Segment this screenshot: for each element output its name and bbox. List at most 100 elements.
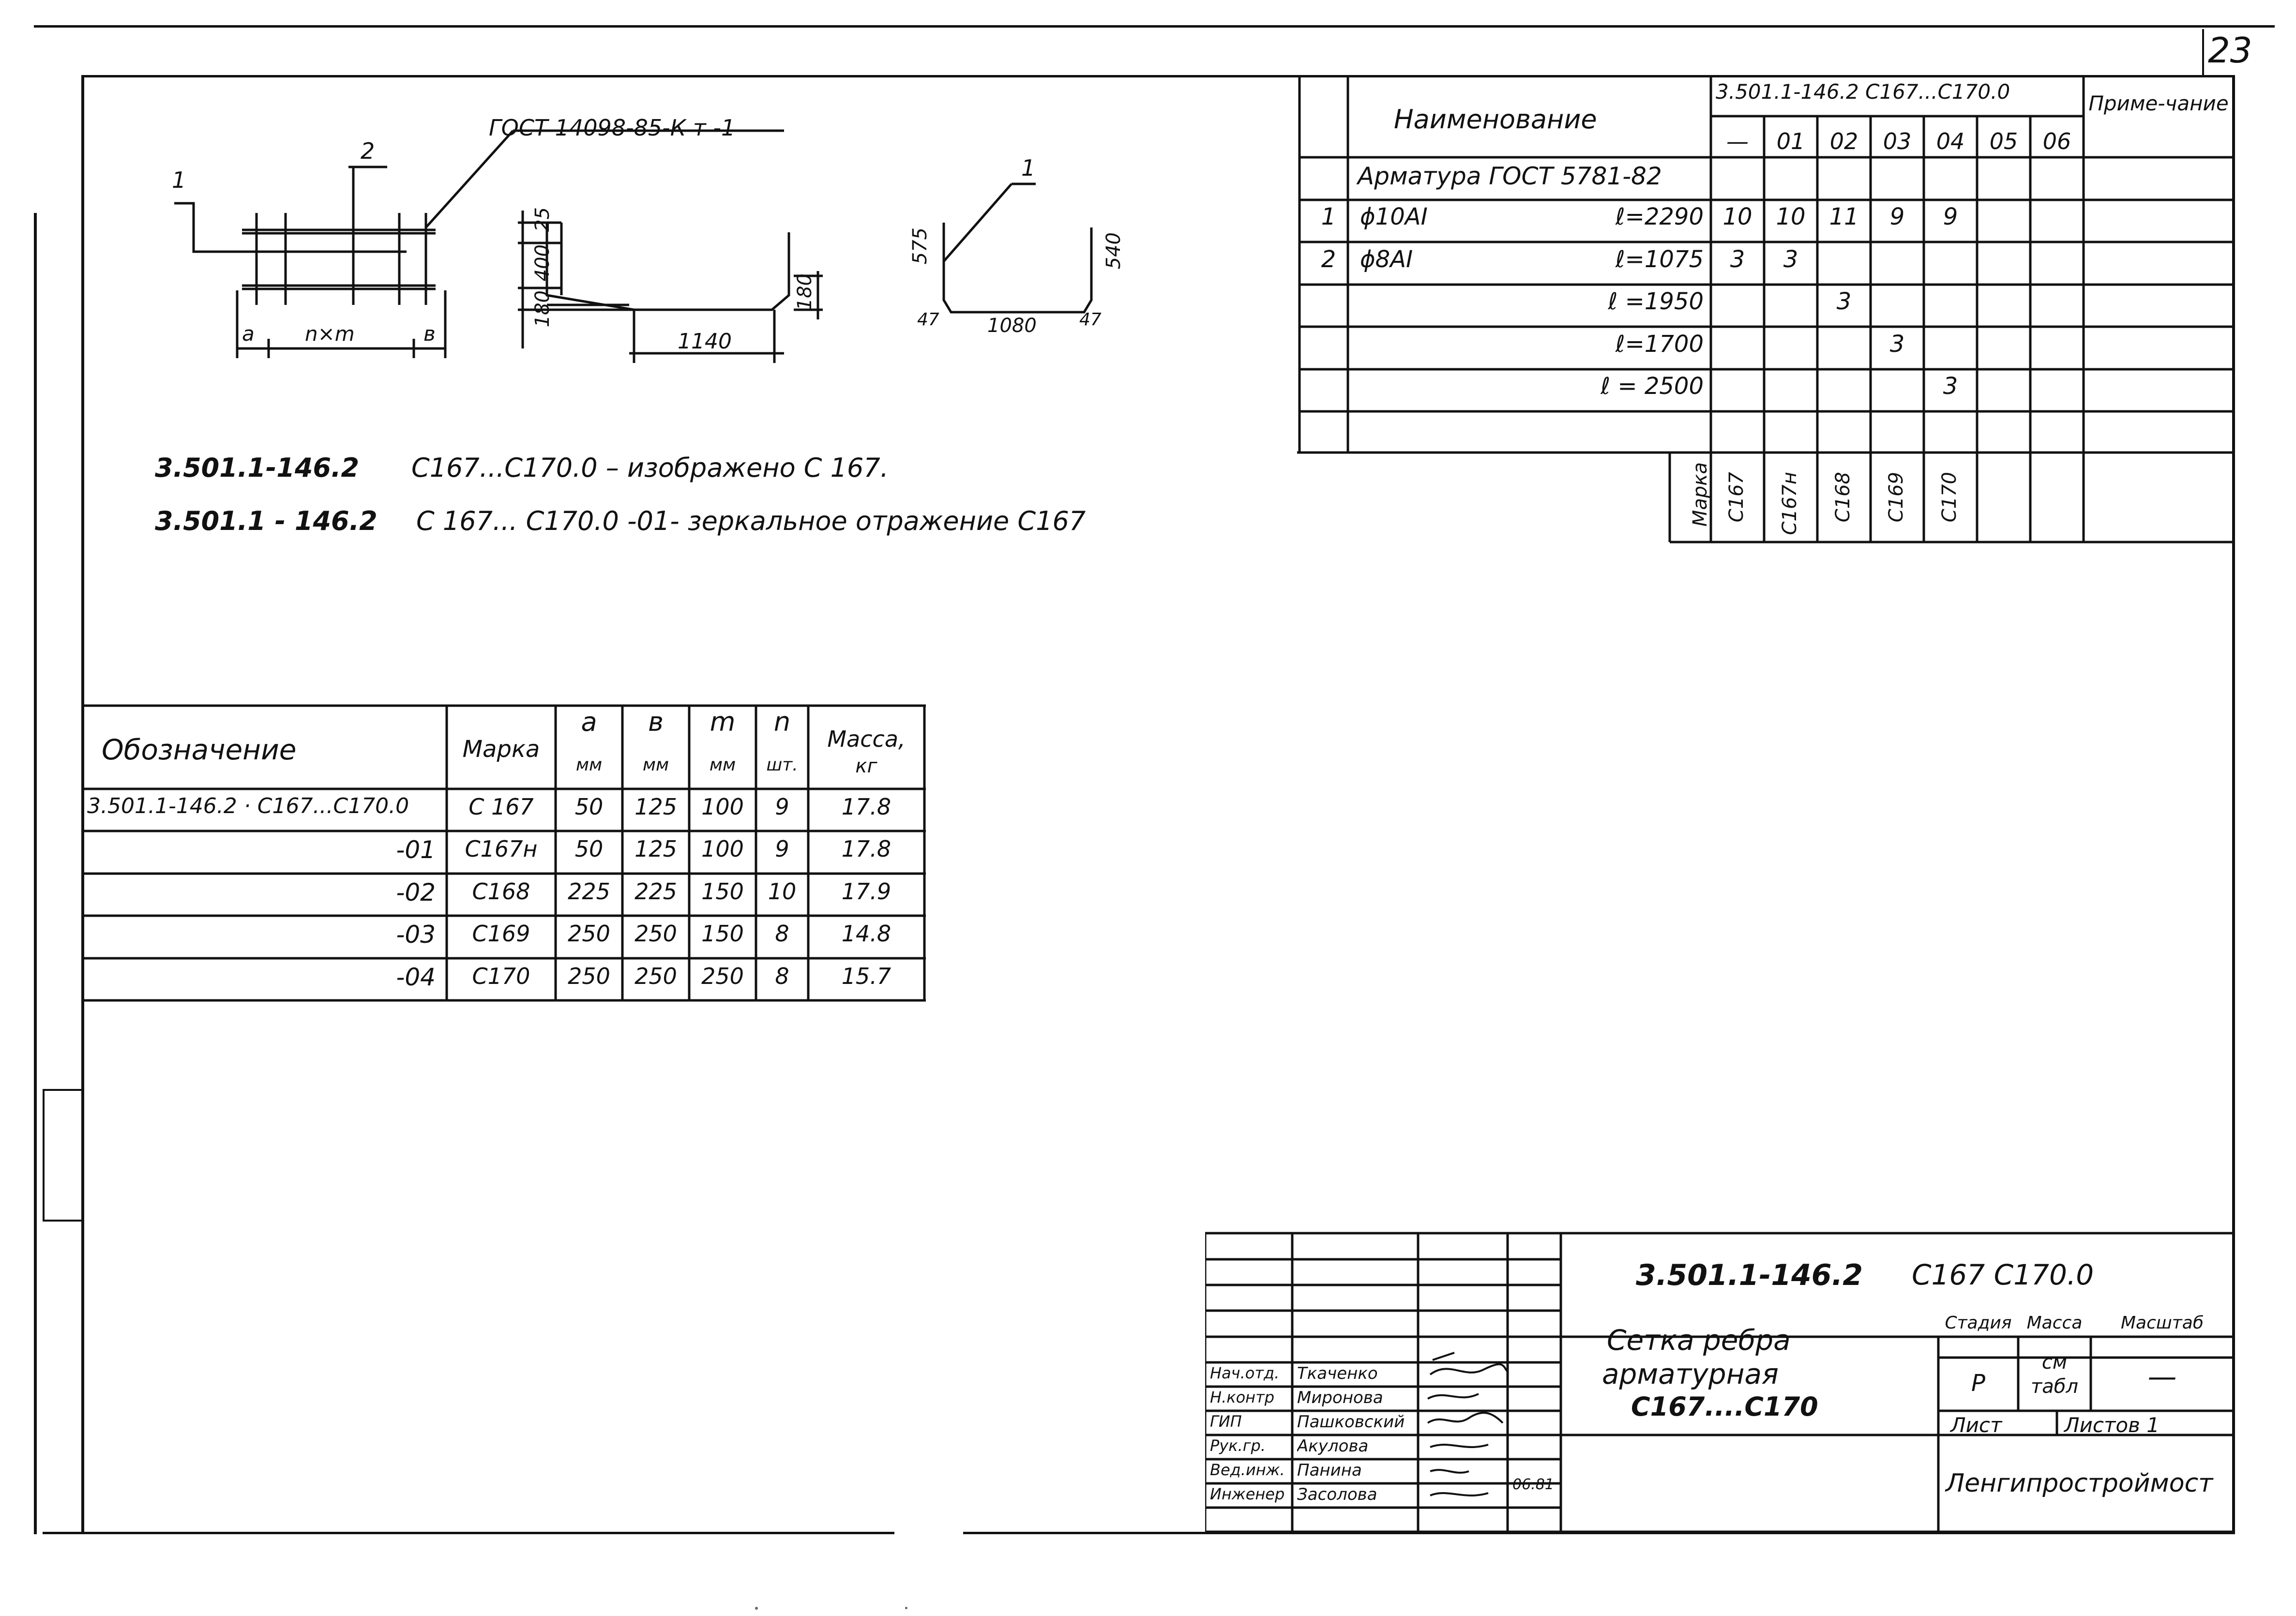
dim-row-designation: 3.501.1-146.2 · С167...С170.0 [87, 794, 409, 818]
spec-row-qty: 3 [1836, 288, 1852, 315]
title-block-grid [1205, 1232, 2234, 1533]
plan-bar-1-line [174, 202, 407, 253]
tb-staff-role: Вед.инж. [1210, 1461, 1285, 1479]
dim-row-b: 250 [634, 963, 677, 989]
dim-header-b-unit: мм [642, 755, 669, 775]
tb-scale-value: — [2147, 1360, 2177, 1394]
spec-row-length: ℓ = 2500 [1601, 373, 1704, 400]
dim-row-m: 150 [701, 878, 744, 905]
spec-variant-6: 06 [2042, 128, 2071, 154]
dim-row-mark: С 167 [468, 794, 534, 820]
spec-row-qty: 11 [1829, 203, 1859, 230]
dim-row-n: 8 [775, 963, 789, 989]
tb-organization: Ленгипростроймост [1946, 1469, 2213, 1498]
spec-variant-5: 05 [1989, 128, 2018, 154]
dim-row-m: 100 [701, 794, 744, 820]
page-number: 23 [2208, 30, 2252, 71]
tb-doc-marks: С167 С170.0 [1912, 1258, 2094, 1291]
tb-staff-role: Рук.гр. [1210, 1436, 1266, 1455]
dim-label-540: 540 [1103, 232, 1125, 270]
spec-marka-label: Марка [1689, 462, 1711, 527]
dim-row-designation: -03 [396, 921, 436, 949]
bar-leader-label: 1 [1021, 155, 1036, 181]
dim-row-b: 125 [634, 794, 677, 820]
sketch-area [174, 129, 1093, 363]
dim-header-b: в [648, 707, 664, 737]
signature-5 [1430, 1469, 1469, 1474]
leader-label-1: 1 [172, 167, 186, 193]
spec-row-length: ℓ=2290 [1615, 203, 1704, 230]
tb-staff-role: Инженер [1210, 1485, 1285, 1503]
dim-header-mass-unit: кг [855, 755, 877, 777]
gost-callout: ГОСТ 14098-85-К т -1 [489, 115, 736, 141]
scan-speck [755, 1607, 758, 1610]
dim-header-m: m [710, 707, 736, 737]
side-bar-shape [545, 223, 790, 311]
dim-row-designation: -01 [396, 836, 436, 864]
dim-row-b: 225 [634, 878, 677, 905]
dim-row-mark: С170 [472, 963, 530, 989]
dim-row-n: 8 [775, 921, 789, 947]
spec-variant-3: 03 [1883, 128, 1912, 154]
signature-4 [1430, 1444, 1489, 1448]
dim-label-25: 25 [531, 207, 554, 232]
dim-header-m-unit: мм [709, 755, 736, 775]
spec-row-qty: 3 [1943, 373, 1958, 400]
dim-row-b: 125 [634, 836, 677, 862]
spec-variant-4: 04 [1936, 128, 1965, 154]
tb-doc-code: 3.501.1-146.2 [1636, 1258, 1863, 1292]
dim-row-designation: -04 [396, 963, 436, 991]
spec-row-qty: 3 [1783, 246, 1798, 273]
tb-staff-name: Пашковский [1297, 1412, 1405, 1432]
page-number-box [2202, 29, 2204, 75]
tb-mass-value: см табл [2030, 1351, 2079, 1398]
spec-header-doc: 3.501.1-146.2 С167...С170.0 [1716, 80, 2010, 104]
tb-staff-name: Акулова [1297, 1436, 1369, 1456]
spec-row-qty: 10 [1722, 203, 1752, 230]
dim-label-47-left: 47 [917, 310, 939, 330]
dim-row-a: 225 [568, 878, 610, 905]
dim-row-mass: 17.8 [841, 836, 891, 862]
dim-label-400: 400 [531, 244, 554, 282]
dim-row-a: 50 [574, 794, 604, 820]
tb-mass-label: Масса [2026, 1313, 2083, 1333]
spec-variant-2: 02 [1829, 128, 1858, 154]
tb-sheet-label: Лист [1950, 1413, 2002, 1437]
tb-stage-value: Р [1971, 1370, 1985, 1397]
dim-header-designation: Обозначение [102, 733, 297, 766]
leader-label-2: 2 [361, 138, 375, 164]
spec-row-pos: 2 [1321, 246, 1336, 273]
dim-row-mass: 17.9 [841, 878, 891, 905]
tb-staff-name: Засолова [1297, 1485, 1377, 1504]
spec-variant-1: 01 [1776, 128, 1805, 154]
note-2-text: С 167... С170.0 -01- зеркальное отражени… [416, 506, 1086, 536]
dim-row-mark: С169 [472, 921, 530, 947]
spec-mark-1: С167н [1779, 472, 1801, 535]
dim-label-1140: 1140 [678, 329, 732, 354]
tb-staff-role: ГИП [1210, 1412, 1242, 1431]
dim-header-n-unit: шт. [766, 755, 798, 775]
spec-mark-0: С167 [1725, 472, 1748, 523]
signature-1 [1429, 1363, 1509, 1375]
dim-row-m: 150 [701, 921, 744, 947]
dim-label-575: 575 [909, 227, 931, 265]
dim-row-a: 250 [568, 921, 610, 947]
tb-stage-label: Стадия [1945, 1313, 2012, 1333]
dim-row-mass: 14.8 [841, 921, 891, 947]
spec-row-length: ℓ=1700 [1615, 331, 1704, 358]
scan-speck [905, 1607, 907, 1609]
gost-leader [425, 130, 514, 228]
spec-variant-0: — [1726, 128, 1749, 154]
margin-box-bottom [43, 1220, 84, 1222]
dim-header-n: n [773, 707, 791, 737]
spec-row-name: ϕ10АI [1360, 203, 1428, 230]
top-trim-line [34, 25, 2275, 28]
tb-title-line2: арматурная [1602, 1358, 1779, 1390]
margin-box-top [43, 1089, 84, 1091]
spec-row-qty: 3 [1889, 331, 1905, 358]
signature-2 [1427, 1393, 1479, 1400]
dim-label-nxm: n×m [305, 322, 355, 346]
tb-staff-name: Миронова [1297, 1388, 1383, 1407]
signatures [1427, 1352, 1509, 1496]
tb-title-line1: Сетка ребра [1607, 1324, 1791, 1357]
